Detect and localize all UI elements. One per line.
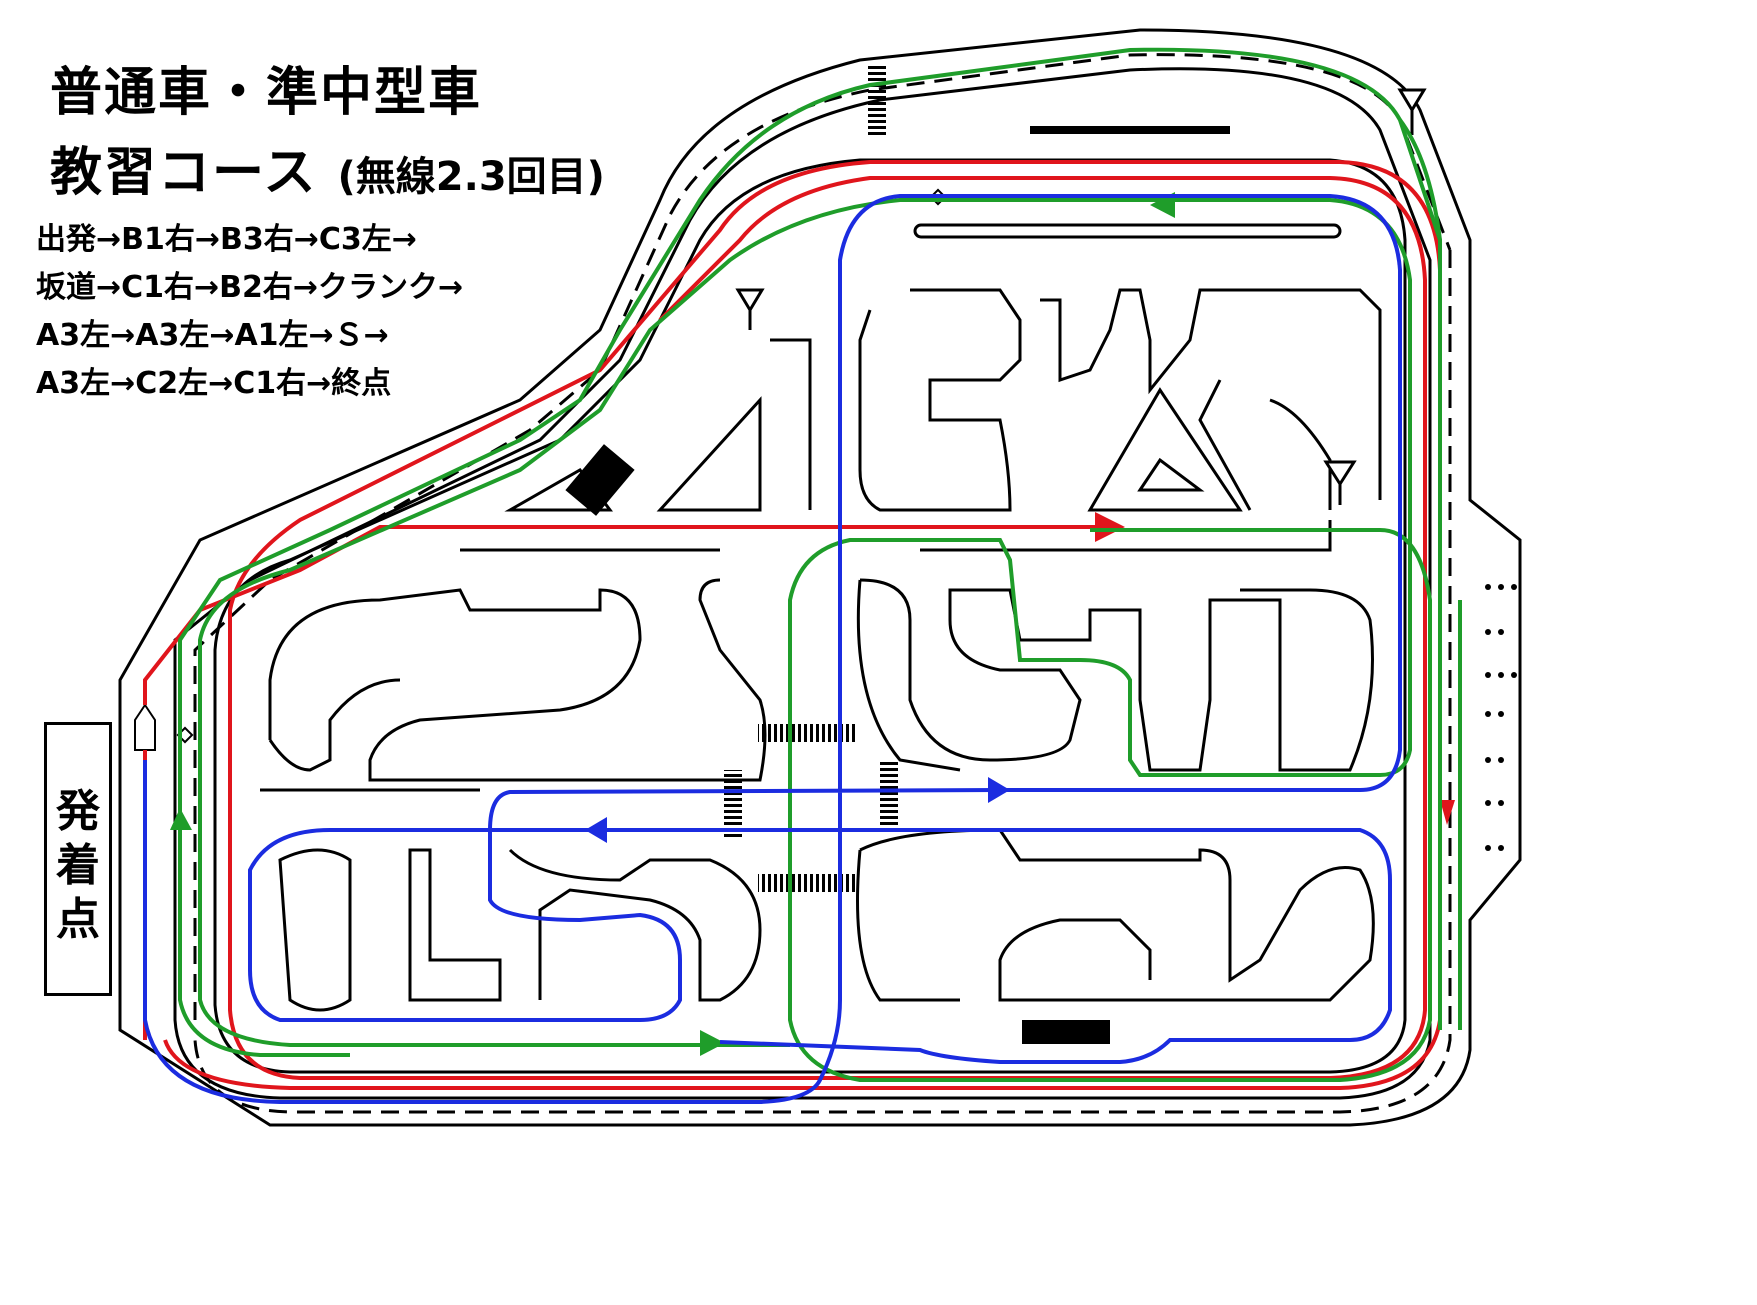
- direction-arrow-icon: [1095, 512, 1455, 825]
- platforms: [565, 126, 1342, 1044]
- route-step-line-1: 出発→B1右→B3右→C3左→: [36, 222, 417, 257]
- subtitle-sub: (無線2.3回目): [337, 154, 605, 200]
- start-point-char: 発: [56, 786, 100, 837]
- center-dashed-line: [193, 53, 1452, 1114]
- antenna-icon: [735, 88, 1427, 505]
- page-subtitle: 教習コース (無線2.3回目): [50, 130, 605, 205]
- start-point-box: 発着点: [44, 722, 112, 996]
- parking-dots: [1485, 584, 1517, 851]
- course-map: [118, 28, 1522, 1127]
- subtitle-main: 教習コース: [50, 143, 318, 203]
- start-point-char: 点: [56, 894, 100, 945]
- route-step-line-2: 坂道→C1右→B2右→クランク→: [36, 270, 464, 305]
- page-title: 普通車・準中型車: [50, 63, 483, 123]
- start-point-char: 着: [56, 840, 100, 891]
- start-point-label: 発着点: [47, 785, 109, 947]
- direction-arrow-icon: [585, 777, 1010, 843]
- route-blue: [143, 194, 1402, 1104]
- pedestrian-crossing-icon: [724, 66, 898, 892]
- route-green: [178, 47, 1462, 1082]
- route-step-line-4: A3左→C2左→C1右→終点: [36, 366, 392, 401]
- route-step-line-3: A3左→A3左→A1左→Ｓ→: [36, 318, 389, 353]
- direction-arrow-icon: [170, 192, 1175, 1056]
- course-outline: [118, 28, 1522, 1127]
